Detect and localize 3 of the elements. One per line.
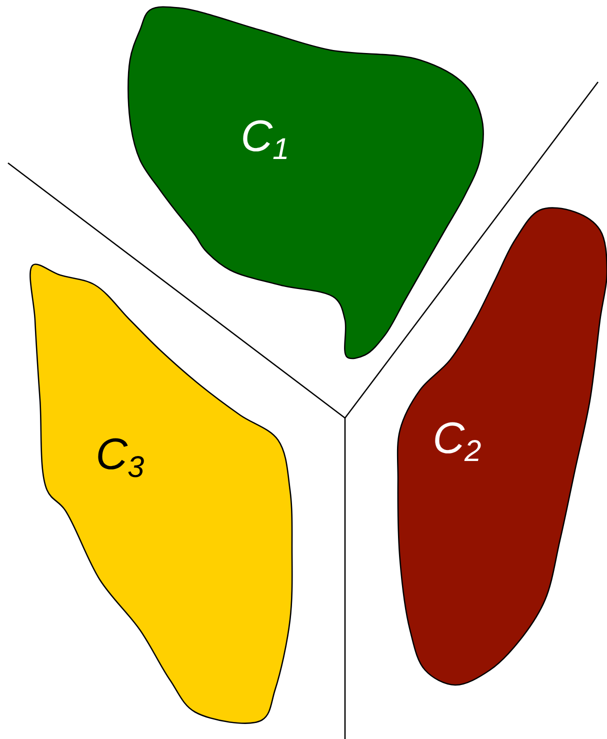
cluster-label: C$_{3}$ <box>96 433 144 483</box>
cluster-label: C$_{2}$ <box>432 417 482 467</box>
cluster-label: C$_{1}$ <box>240 115 290 165</box>
